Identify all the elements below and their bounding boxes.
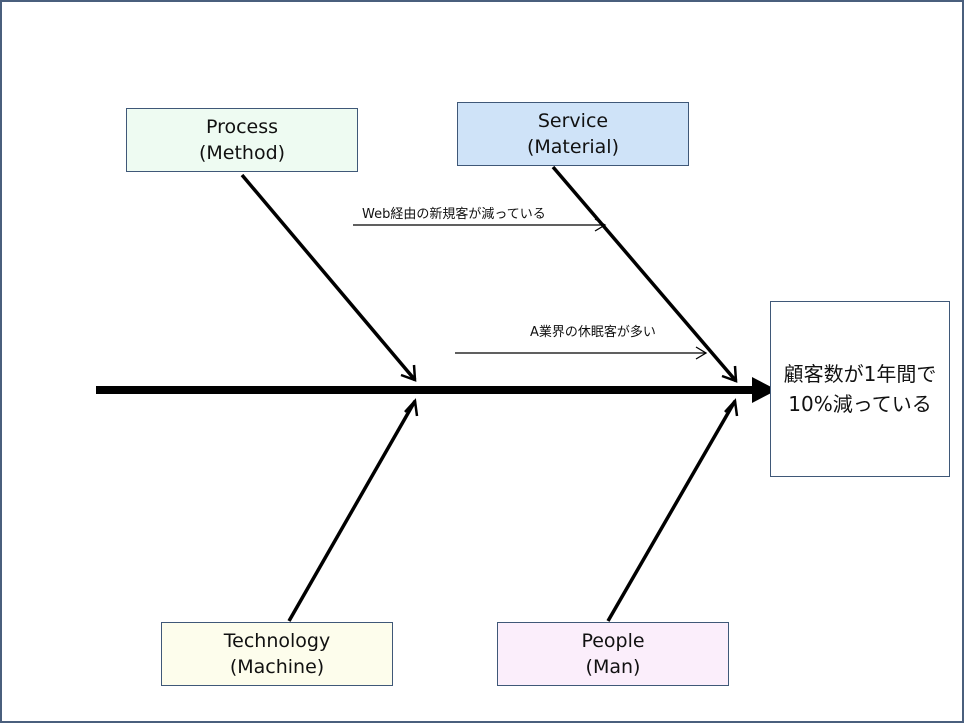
category-box-people: People (Man) bbox=[497, 622, 729, 686]
category-title: Technology bbox=[223, 630, 331, 652]
effect-line-2: 10%減っている bbox=[788, 392, 932, 416]
category-box-service: Service (Material) bbox=[457, 102, 689, 166]
category-title: People bbox=[581, 630, 645, 652]
effect-line-1: 顧客数が1年間で bbox=[783, 362, 937, 386]
bone-technology bbox=[287, 398, 419, 622]
category-box-technology: Technology (Machine) bbox=[161, 622, 393, 686]
spine-arrowhead bbox=[752, 377, 777, 403]
effect-box: 顧客数が1年間で 10%減っている bbox=[770, 301, 950, 477]
sub-cause-arrow-2 bbox=[455, 346, 708, 360]
cause-label-dormant-customers: A業界の休眠客が多い bbox=[530, 325, 656, 340]
category-subtitle: (Man) bbox=[585, 656, 641, 678]
cause-label-web-new-customers: Web経由の新規客が減っている bbox=[362, 207, 546, 222]
category-subtitle: (Material) bbox=[526, 136, 619, 158]
sub-cause-arrow-1 bbox=[353, 218, 607, 232]
category-subtitle: (Method) bbox=[198, 142, 286, 164]
category-subtitle: (Machine) bbox=[229, 656, 325, 678]
bone-people bbox=[606, 398, 739, 622]
bone-service bbox=[551, 165, 738, 383]
category-title: Service bbox=[537, 110, 609, 132]
category-box-process: Process (Method) bbox=[126, 108, 358, 172]
bone-process bbox=[240, 173, 417, 382]
category-title: Process bbox=[205, 116, 279, 138]
